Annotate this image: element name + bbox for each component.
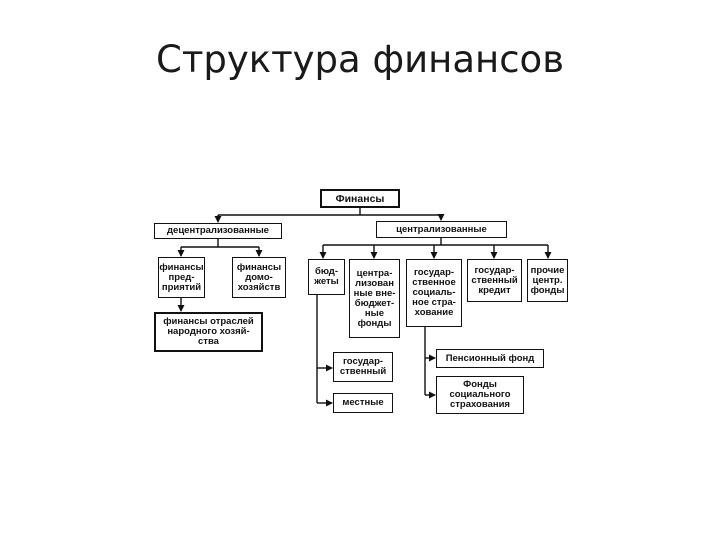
decentralized-box: децентрализованные (154, 223, 282, 239)
finance-root-box: Финансы (320, 189, 400, 208)
social-insurance-funds-box: Фонды социального страхования (436, 376, 524, 414)
social-insurance-box: государ- ственное социаль- ное стра- хов… (406, 259, 462, 327)
centralized-box: централизованные (376, 221, 507, 238)
pension-fund-box: Пенсионный фонд (436, 349, 544, 368)
budgets-box: бюд- жеты (308, 259, 345, 295)
local-budget-box: местные (333, 393, 393, 413)
enterprise-finance-box: финансы пред- приятий (158, 257, 205, 298)
other-funds-box: прочие центр. фонды (527, 259, 568, 302)
offbudget-funds-box: центра- лизован ные вне- бюджет- ные фон… (349, 259, 400, 338)
state-credit-box: государ- ственный кредит (467, 259, 522, 302)
page-title: Структура финансов (155, 38, 564, 81)
household-finance-box: финансы домо- хозяйств (232, 257, 286, 298)
national-economy-finance-box: финансы отраслей народного хозяй- ства (154, 312, 263, 352)
state-budget-box: государ- ственный (333, 352, 393, 382)
